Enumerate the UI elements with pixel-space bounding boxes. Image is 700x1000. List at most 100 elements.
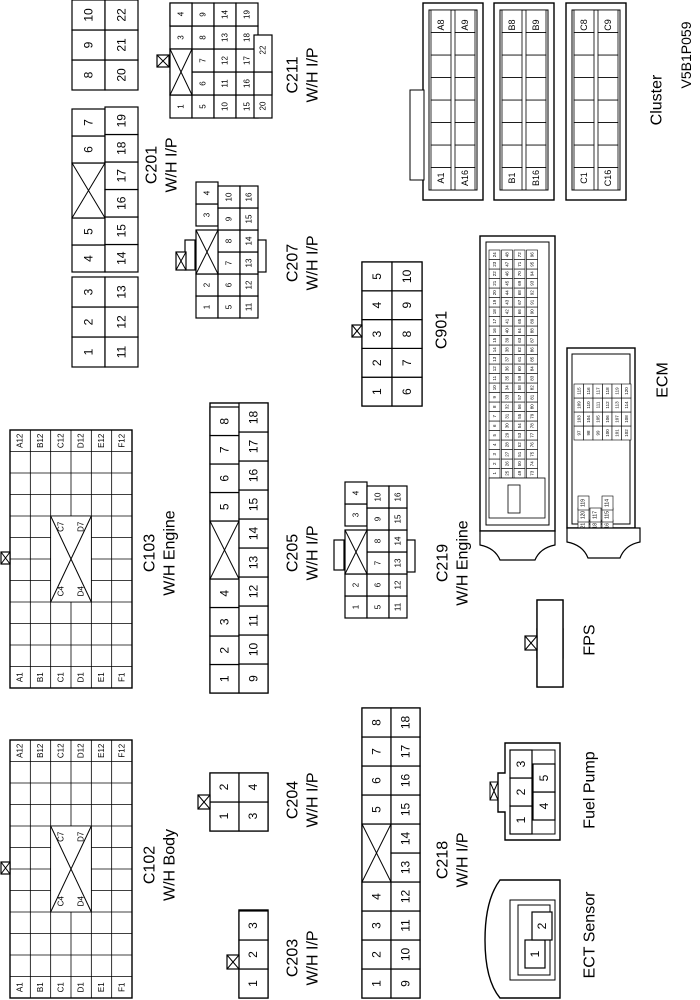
pin-label: 115 bbox=[576, 387, 581, 395]
pin-label: 61 bbox=[517, 356, 522, 362]
pin-label: 1 bbox=[246, 980, 260, 987]
pin-label: 3 bbox=[352, 512, 361, 517]
pin-label: 109 bbox=[576, 401, 581, 409]
connector-label: C207 bbox=[285, 244, 302, 282]
connector-label: C218 bbox=[435, 841, 452, 879]
pin-label: 101 bbox=[614, 429, 619, 437]
pin-label: 5 bbox=[82, 228, 96, 235]
pin-label: C7 bbox=[56, 521, 65, 532]
pin-label: 2 bbox=[352, 582, 361, 587]
pin-label: B9 bbox=[531, 19, 541, 30]
pin-label: 17 bbox=[247, 440, 261, 454]
pin-label: 9 bbox=[399, 980, 413, 987]
pin-label: B1 bbox=[507, 172, 517, 183]
pin-label: 6 bbox=[492, 424, 497, 427]
pin-label: A1 bbox=[16, 982, 25, 992]
connector-label: C219 bbox=[435, 544, 452, 582]
pin-label: 87 bbox=[530, 337, 535, 343]
pin-label: 9 bbox=[247, 675, 261, 682]
pin-label: 37 bbox=[505, 356, 510, 362]
connector-sublabel: W/H I/P bbox=[305, 772, 322, 827]
connector-fps: ABCFPS bbox=[524, 599, 599, 688]
pin-label: 3 bbox=[370, 922, 384, 929]
pin-label: D7 bbox=[77, 831, 86, 842]
pin-label: 10 bbox=[492, 385, 497, 391]
pin-label: 17 bbox=[243, 56, 252, 65]
pin-label: 8 bbox=[400, 330, 414, 337]
pin-label: 117 bbox=[593, 511, 599, 519]
pin-label: 54 bbox=[517, 423, 522, 429]
pin-label: 7 bbox=[374, 560, 383, 565]
pin-label: 3 bbox=[82, 288, 96, 295]
pin-label: 115 bbox=[605, 511, 611, 519]
pin-label: D4 bbox=[77, 896, 86, 907]
pin-label: 14 bbox=[492, 347, 497, 353]
connector-label: C201 bbox=[144, 146, 161, 184]
pin-label: 9 bbox=[225, 216, 234, 221]
pin-label: 51 bbox=[517, 451, 522, 457]
pin-label: C1 bbox=[56, 672, 65, 683]
pin-label: 69 bbox=[517, 280, 522, 286]
pin-label: 33 bbox=[505, 394, 510, 400]
pin-label: 2 bbox=[370, 359, 384, 366]
pin-label: 11 bbox=[221, 79, 230, 88]
pin-label: 71 bbox=[517, 261, 522, 267]
pin-label: 14 bbox=[394, 536, 403, 545]
pin-label: 6 bbox=[199, 81, 208, 86]
pin-label: 119 bbox=[581, 499, 587, 507]
pin-label: 4 bbox=[177, 11, 186, 16]
pin-label: 7 bbox=[82, 119, 96, 126]
connector-sublabel: W/H I/P bbox=[305, 47, 322, 102]
connector-label: Fuel Pump bbox=[582, 751, 599, 828]
pin-label: 10 bbox=[225, 192, 234, 201]
pin-label: 19 bbox=[492, 299, 497, 305]
pin-label: 82 bbox=[530, 385, 535, 391]
pin-label: 29 bbox=[505, 432, 510, 438]
connector-label: FPS bbox=[582, 624, 599, 655]
pin-label: F12 bbox=[117, 433, 126, 447]
connector-sublabel: W/H I/P bbox=[164, 137, 181, 192]
pin-label: 1 bbox=[82, 348, 96, 355]
pin-label: 6 bbox=[400, 388, 414, 395]
pin-label: B1 bbox=[36, 672, 45, 682]
pin-label: 7 bbox=[370, 748, 384, 755]
pin-label: 8 bbox=[199, 35, 208, 40]
pin-label: 20 bbox=[259, 101, 268, 110]
pin-label: 22 bbox=[115, 8, 129, 22]
pin-label: 3 bbox=[514, 760, 528, 767]
pin-label: 2 bbox=[218, 647, 232, 654]
pin-label: 96 bbox=[530, 252, 535, 258]
pin-label: 8 bbox=[225, 238, 234, 243]
pin-label: 97 bbox=[576, 430, 581, 436]
pin-label: D4 bbox=[77, 586, 86, 597]
pin-label: 7 bbox=[400, 359, 414, 366]
pin-label: 18 bbox=[492, 309, 497, 315]
pin-label: 88 bbox=[530, 328, 535, 334]
pin-label: 3 bbox=[370, 330, 384, 337]
pin-label: 32 bbox=[505, 404, 510, 410]
pin-label: 27 bbox=[505, 451, 510, 457]
pin-label: 22 bbox=[259, 45, 268, 54]
pin-label: 41 bbox=[505, 318, 510, 324]
pin-label: D1 bbox=[77, 672, 86, 683]
pin-label: 114 bbox=[605, 499, 611, 507]
pin-label: 13 bbox=[245, 258, 254, 267]
pin-label: 9 bbox=[199, 12, 208, 17]
pin-label: 78 bbox=[530, 423, 535, 429]
pin-label: 6 bbox=[82, 146, 96, 153]
pin-label: 8 bbox=[218, 418, 232, 425]
pin-label: 13 bbox=[247, 556, 261, 570]
pin-label: B16 bbox=[531, 170, 541, 186]
pin-label: C8 bbox=[579, 19, 589, 31]
connector-label: C102 bbox=[142, 846, 159, 884]
pin-label: 3 bbox=[218, 618, 232, 625]
pin-label: A1 bbox=[16, 672, 25, 682]
pin-label: 3 bbox=[246, 812, 260, 819]
